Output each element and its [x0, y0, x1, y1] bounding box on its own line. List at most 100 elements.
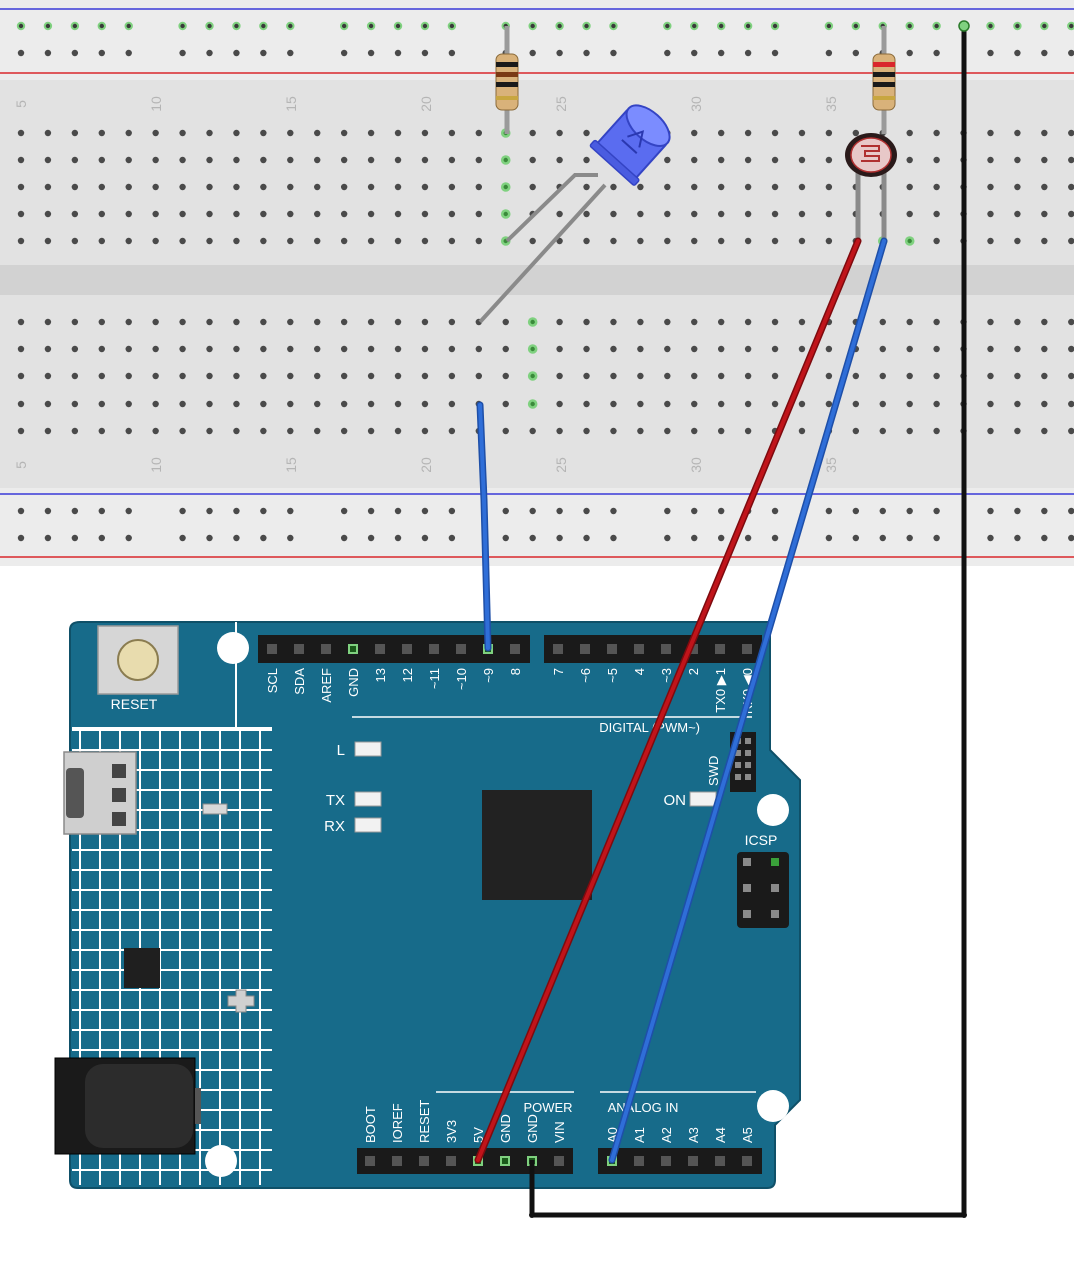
- breadboard-hole-icon: [152, 400, 159, 408]
- breadboard-hole-icon: [637, 427, 644, 435]
- breadboard-hole-icon: [988, 23, 993, 29]
- breadboard-hole-icon: [287, 49, 294, 57]
- breadboard-hole-icon: [206, 49, 213, 57]
- breadboard-hole-icon: [367, 156, 375, 164]
- breadboard-hole-icon: [44, 318, 52, 326]
- breadboard-hole-icon: [152, 318, 159, 326]
- breadboard-hole-icon: [610, 237, 617, 245]
- breadboard-hole-icon: [260, 129, 267, 137]
- breadboard-hole-icon: [17, 400, 25, 408]
- column-number-bottom: 10: [148, 457, 164, 473]
- reset-button-cap-icon[interactable]: [117, 639, 159, 681]
- breadboard-hole-icon: [71, 427, 79, 435]
- breadboard-hole-icon: [340, 400, 348, 408]
- l-led-icon: [354, 741, 382, 757]
- breadboard-hole-icon: [583, 318, 590, 326]
- analog-pin-label: A1: [632, 1127, 647, 1143]
- breadboard-hole-icon: [879, 427, 886, 435]
- breadboard-hole-icon: [18, 23, 24, 29]
- breadboard-hole-icon: [206, 400, 213, 408]
- breadboard-hole-icon: [637, 372, 644, 380]
- header-pin-icon: [634, 1156, 644, 1166]
- column-number-top: 15: [283, 96, 299, 112]
- digital-pin-label: ~6: [578, 668, 593, 683]
- breadboard-hole-icon: [853, 23, 859, 29]
- breadboard-hole-icon: [744, 534, 752, 542]
- breadboard-hole-icon: [771, 156, 779, 164]
- digital-pin-label: ~9: [481, 668, 496, 683]
- header-pin-icon: [365, 1156, 375, 1166]
- header-pin-icon: [267, 644, 277, 654]
- header-pin-icon: [553, 644, 563, 654]
- breadboard-hole-icon: [1041, 372, 1048, 380]
- breadboard-hole-icon: [367, 534, 375, 542]
- breadboard-hole-icon: [852, 400, 860, 408]
- analog-label: ANALOG IN: [608, 1100, 679, 1115]
- breadboard-hole-icon: [771, 507, 779, 515]
- analog-header: [598, 1148, 762, 1174]
- breadboard-hole-icon: [206, 534, 213, 542]
- breadboard-hole-icon: [502, 400, 509, 408]
- breadboard-hole-icon: [475, 129, 483, 137]
- breadboard-hole-icon: [906, 507, 913, 515]
- breadboard-hole-icon: [206, 183, 213, 191]
- breadboard-hole-icon: [906, 129, 913, 137]
- breadboard-hole-icon: [44, 427, 52, 435]
- breadboard-hole-icon: [314, 427, 321, 435]
- breadboard-hole-icon: [1041, 210, 1048, 218]
- breadboard-hole-icon: [44, 129, 52, 137]
- breadboard-hole-icon: [126, 23, 131, 29]
- breadboard-hole-icon: [71, 156, 79, 164]
- breadboard-hole-icon: [744, 345, 752, 353]
- voltage-regulator-icon: [124, 948, 160, 988]
- breadboard-hole-icon: [879, 372, 886, 380]
- breadboard-hole-icon: [529, 49, 536, 57]
- breadboard-hole-icon: [448, 156, 456, 164]
- breadboard-hole-icon: [260, 183, 267, 191]
- breadboard-hole-icon: [933, 156, 940, 164]
- breadboard-hole-icon: [233, 210, 240, 218]
- breadboard-hole-icon: [744, 237, 752, 245]
- breadboard-hole-icon: [233, 49, 240, 57]
- breadboard-hole-icon: [125, 372, 132, 380]
- breadboard-hole-icon: [502, 534, 509, 542]
- breadboard-hole-icon: [125, 49, 132, 57]
- on-led-icon: [689, 791, 717, 807]
- breadboard-hole-icon: [987, 318, 994, 326]
- header-pin-icon: [607, 644, 617, 654]
- breadboard-hole-icon: [798, 183, 806, 191]
- breadboard-hole-icon: [260, 210, 267, 218]
- breadboard-hole-icon: [367, 372, 375, 380]
- breadboard-hole-icon: [717, 210, 725, 218]
- breadboard-hole-icon: [987, 372, 994, 380]
- usb-port-icon: [63, 751, 137, 835]
- breadboard-hole-icon: [98, 156, 105, 164]
- breadboard-hole-icon: [152, 427, 159, 435]
- breadboard-hole-icon: [771, 345, 779, 353]
- breadboard-hole-icon: [1068, 156, 1074, 164]
- breadboard-hole-icon: [448, 507, 456, 515]
- reset-button[interactable]: [97, 625, 179, 695]
- breadboard-hole-icon: [987, 156, 994, 164]
- breadboard-hole-icon: [394, 427, 402, 435]
- breadboard-hole-icon: [744, 210, 752, 218]
- breadboard-hole-icon: [637, 237, 644, 245]
- breadboard-hole-icon: [207, 23, 212, 29]
- breadboard-hole-icon: [798, 318, 806, 326]
- breadboard-hole-icon: [637, 183, 644, 191]
- breadboard-hole-icon: [907, 238, 912, 244]
- breadboard-hole-icon: [987, 210, 994, 218]
- breadboard-hole-icon: [98, 534, 105, 542]
- breadboard-hole-icon: [233, 345, 240, 353]
- breadboard-hole-icon: [503, 211, 508, 217]
- breadboard-hole-icon: [152, 210, 159, 218]
- l-led-label: L: [337, 742, 345, 759]
- breadboard-hole-icon: [530, 401, 535, 407]
- breadboard-hole-icon: [179, 210, 186, 218]
- breadboard-hole-icon: [798, 345, 806, 353]
- breadboard-hole-icon: [233, 183, 240, 191]
- breadboard-hole-icon: [179, 400, 186, 408]
- column-number-top: 5: [13, 100, 29, 108]
- breadboard-hole-icon: [98, 49, 105, 57]
